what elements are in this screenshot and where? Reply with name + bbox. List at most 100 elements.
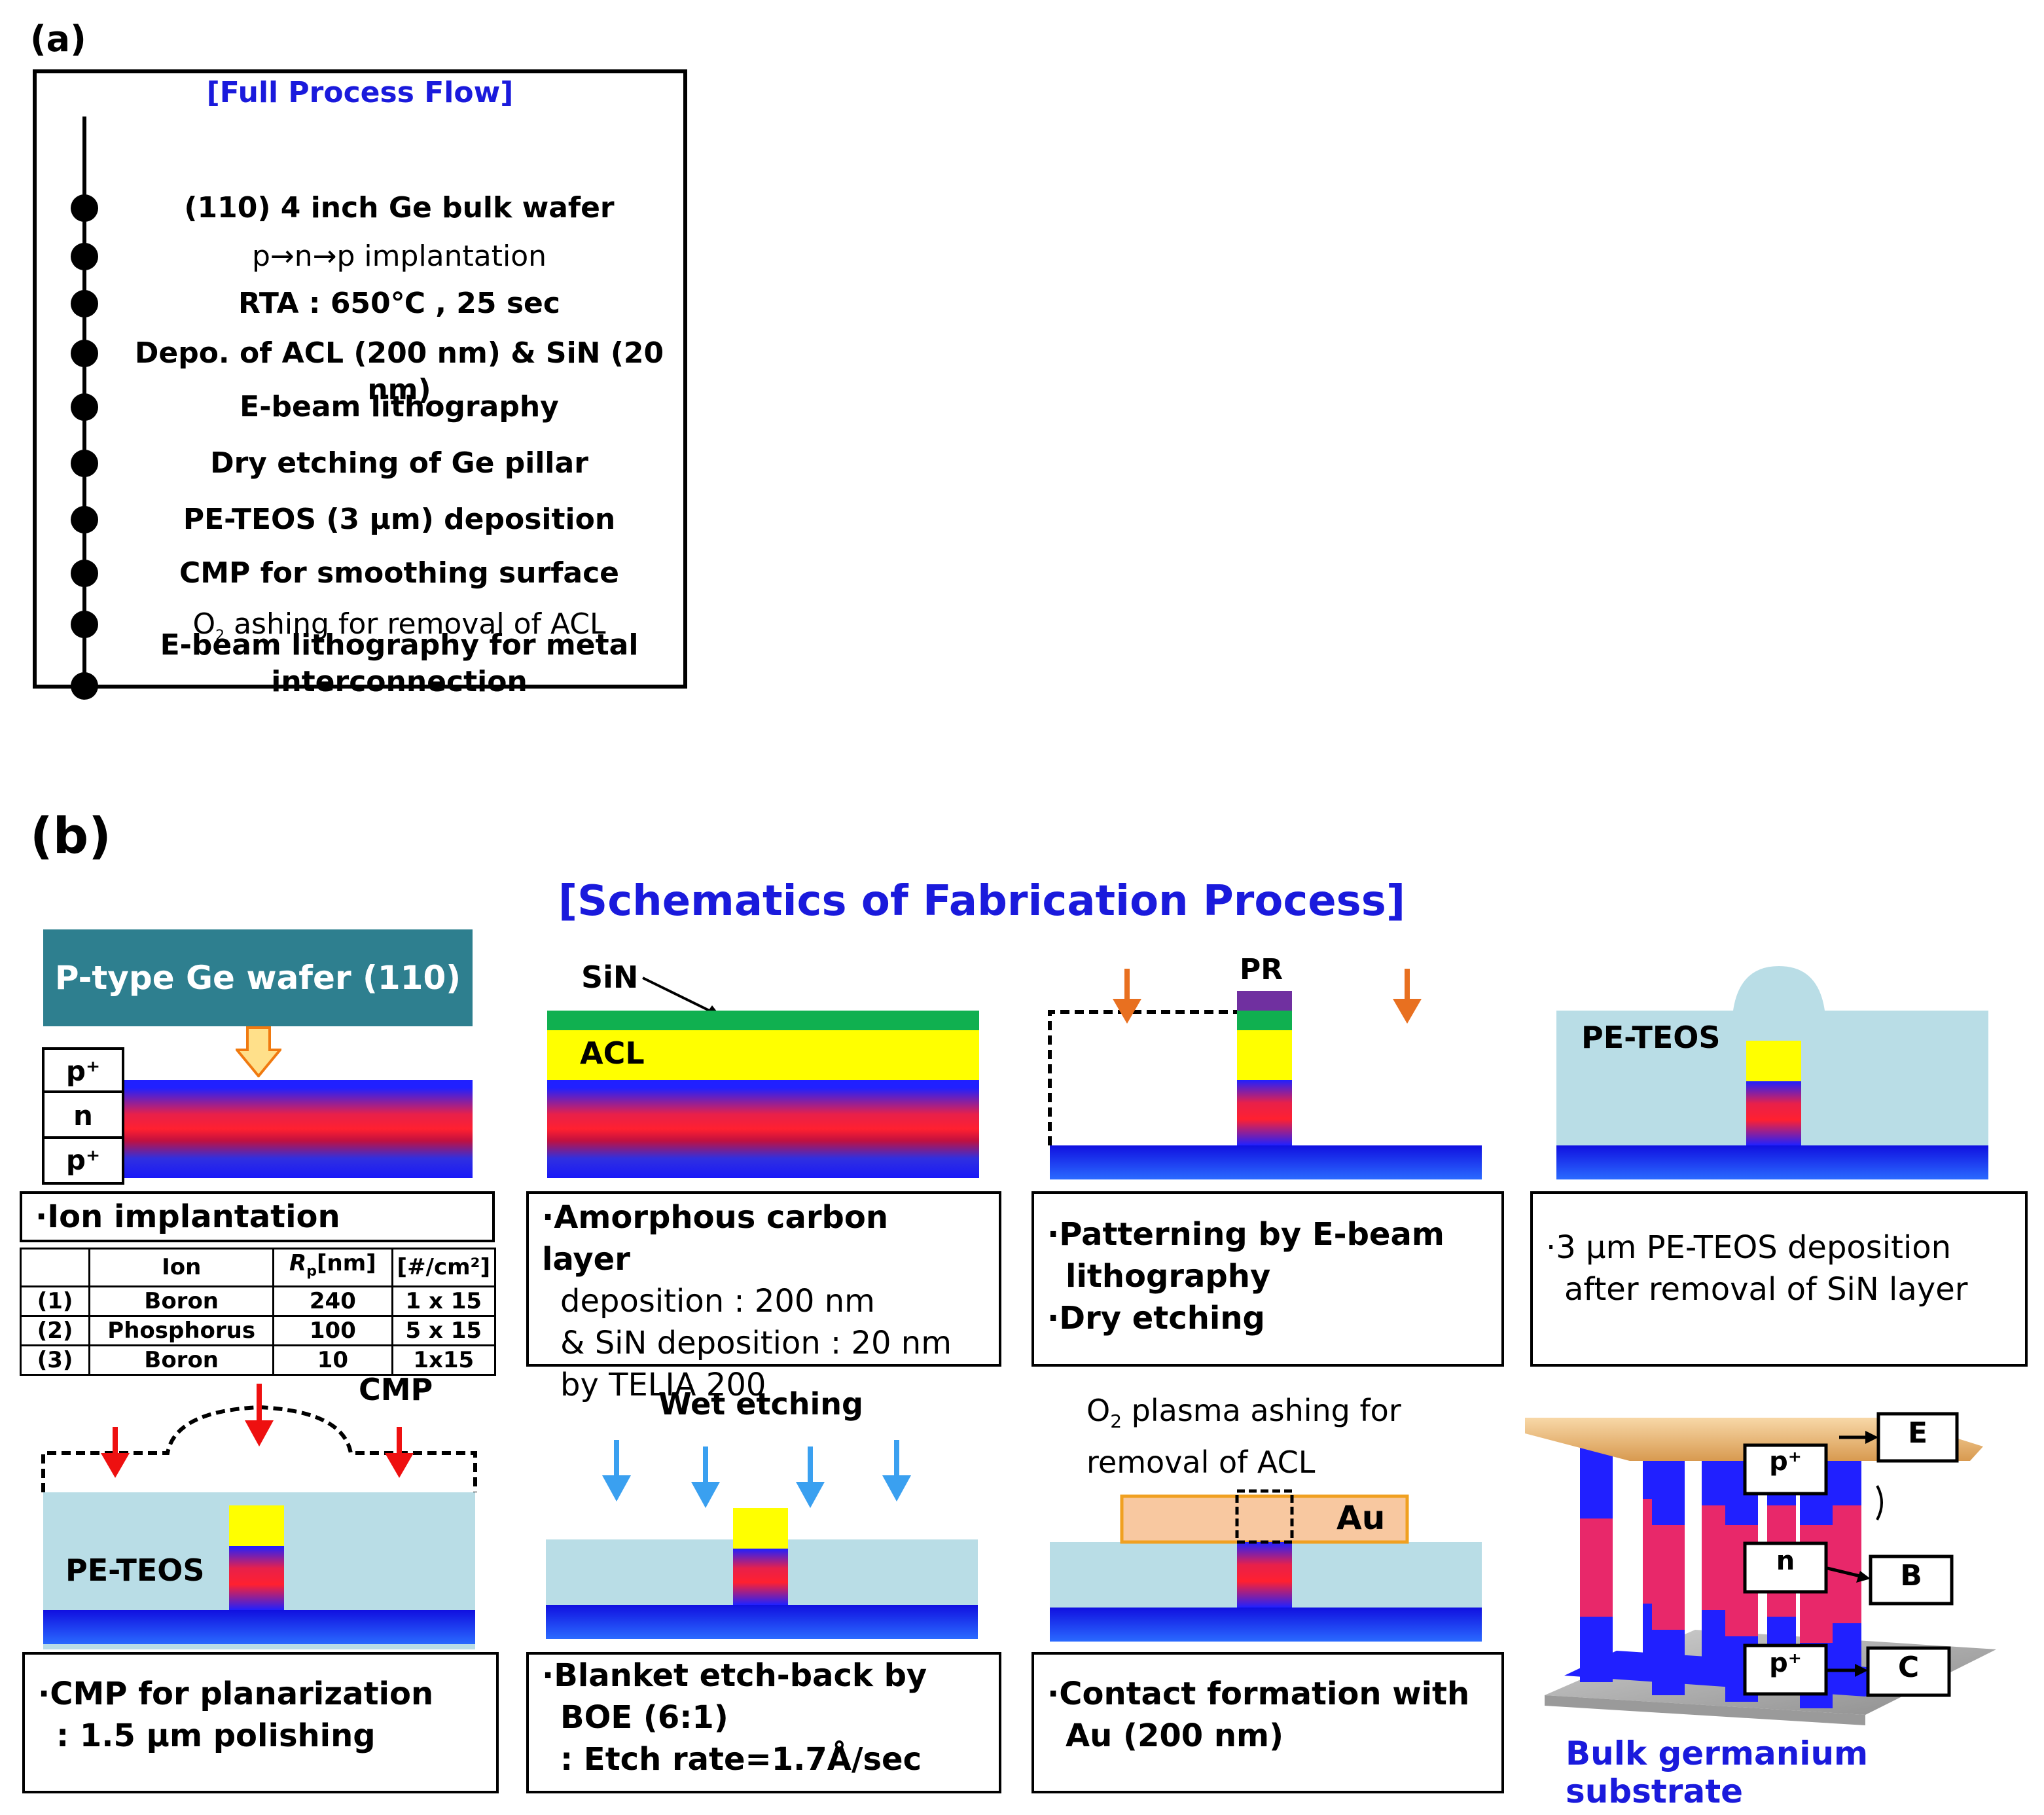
wet-pillar-body: [733, 1549, 788, 1605]
caption-contact: ·Contact formation with Au (200 nm): [1031, 1652, 1504, 1793]
flow-step-dot: [71, 340, 98, 367]
panel-a-label: (a): [30, 18, 86, 60]
flow-step-text: E-beam lithography for metal interconnec…: [115, 627, 683, 700]
terminal-label-B: B: [1900, 1559, 1922, 1592]
ion-table-header: Ion Rp[nm] [#/cm²]: [19, 1248, 497, 1287]
caption-ion-implantation: ·Ion implantation: [20, 1191, 495, 1242]
layer-label-n: n: [42, 1093, 124, 1139]
teos-pillar-acl: [1746, 1041, 1801, 1081]
flow-step-line: E-beam lithography for metal: [160, 628, 639, 662]
process-flow-box: [Full Process Flow] (110) 4 inch Ge bulk…: [33, 69, 687, 700]
cmp-diagram: [41, 1384, 477, 1649]
cmp-substrate: [43, 1610, 475, 1644]
flow-step-text: RTA : 650℃ , 25 sec: [238, 287, 560, 320]
contact-substrate: [1050, 1608, 1482, 1642]
wet-etching-label: Wet etching: [658, 1386, 863, 1422]
bracket-curve: [1876, 1485, 1883, 1520]
label-box-n: [1743, 1541, 1828, 1594]
acl-layer: [547, 1030, 979, 1080]
layer-label-p-bottom: p⁺: [65, 1144, 101, 1176]
teos-label-cmp: PE-TEOS: [65, 1553, 205, 1588]
flow-step-text: O2 ashing for removal of ACL: [115, 606, 683, 655]
ashing-label: O2 plasma ashing for removal of ACL: [1086, 1390, 1401, 1483]
cmp-pillar-body: [229, 1546, 284, 1610]
flow-step-text: Dry etching of Ge pillar: [210, 446, 588, 480]
caption-cmp: ·CMP for planarization : 1.5 μm polishin…: [22, 1652, 499, 1793]
device-label-p-top: p⁺: [1769, 1447, 1802, 1477]
flow-step-dot: [71, 560, 98, 587]
sin-layer: [547, 1011, 979, 1030]
caption-blanket-etch: ·Blanket etch-back by BOE (6:1) : Etch r…: [526, 1652, 1001, 1793]
flow-step-dot: [71, 194, 98, 222]
wet-substrate: [546, 1605, 978, 1639]
teos-deposition-diagram: [1556, 966, 1988, 1179]
acl-label: ACL: [580, 1035, 645, 1071]
blue-arrow: [602, 1440, 631, 1501]
cmp-pillar-acl: [229, 1505, 284, 1546]
layer-label-p-top: p⁺: [42, 1050, 124, 1093]
sin-label: SiN: [581, 960, 639, 995]
acl-void-outline: [1235, 1489, 1294, 1544]
teos-substrate: [1556, 1145, 1988, 1179]
flow-step-dot: [71, 672, 98, 700]
label-box-p-bottom: [1743, 1644, 1828, 1696]
wet-pillar-acl: [733, 1508, 788, 1549]
terminal-label-E: E: [1907, 1416, 1928, 1450]
wafer-banner: [43, 929, 473, 1026]
flow-step-text: p→n→p implantation: [251, 240, 547, 273]
o2-symbol: O2: [192, 607, 225, 644]
terminal-arrow-E: [1839, 1431, 1878, 1444]
wafer-banner-label: P-type Ge wafer (110): [54, 959, 461, 997]
flow-step-text: (110) 4 inch Ge bulk wafer: [184, 191, 615, 225]
caption-teos-deposition: ·3 μm PE-TEOS deposition after removal o…: [1530, 1191, 2028, 1367]
terminal-arrow-B: [1827, 1566, 1871, 1583]
implanted-wafer: [124, 1080, 473, 1178]
terminal-box-C: [1866, 1646, 1951, 1697]
orange-arrow-right: [1393, 969, 1422, 1024]
top-contact-plate: [1525, 1418, 1983, 1461]
caption-patterning: ·Patterning by E-beam lithography ·Dry e…: [1031, 1191, 1504, 1367]
cmp-label: CMP: [359, 1372, 433, 1407]
acl-step-wafer: [547, 1080, 979, 1178]
device-label-n: n: [1776, 1546, 1795, 1576]
schematics-title: [Schematics of Fabrication Process]: [558, 877, 1406, 925]
device-3d-illustration: [1525, 1412, 1996, 1725]
substrate-base-edge: [1545, 1695, 1865, 1725]
teos-label-top: PE-TEOS: [1581, 1020, 1721, 1055]
red-arrow-right: [385, 1427, 414, 1478]
ashing-label-line2: removal of ACL: [1086, 1445, 1316, 1481]
pr-cap: [1237, 991, 1292, 1011]
pillar-acl: [1237, 1030, 1292, 1080]
ashing-label-line1: O2 plasma ashing for: [1086, 1393, 1401, 1433]
orange-arrow-left: [1113, 969, 1141, 1024]
pillar-body: [1237, 1080, 1292, 1145]
flow-step-text: Depo. of ACL (200 nm) & SiN (20 nm): [134, 336, 664, 406]
label-box-p-top: [1743, 1443, 1828, 1496]
flow-step-dot: [71, 450, 98, 477]
red-arrow-left: [101, 1427, 130, 1478]
etch-outline: [1048, 1010, 1237, 1145]
layer-label-box: [42, 1047, 124, 1185]
contact-pillar-body: [1237, 1542, 1292, 1608]
flow-step-text: CMP for smoothing surface: [179, 556, 620, 590]
wet-etching-diagram: [546, 1440, 978, 1639]
blue-arrow: [882, 1440, 911, 1501]
terminal-arrow-C: [1826, 1664, 1868, 1677]
red-arrow-center: [245, 1384, 274, 1447]
pillar-substrate: [1050, 1145, 1482, 1179]
au-label: Au: [1336, 1499, 1386, 1537]
panel-b-label: (b): [30, 806, 111, 865]
process-flow-title: [Full Process Flow]: [206, 76, 514, 109]
implant-arrow: [236, 1026, 281, 1077]
blue-arrow: [796, 1447, 825, 1508]
blue-arrow: [691, 1447, 720, 1508]
flow-step-dot: [71, 611, 98, 638]
terminal-box-B: [1869, 1554, 1954, 1606]
pillar-sin: [1237, 1011, 1292, 1030]
flow-step-dot: [71, 506, 98, 533]
o2-ashing-text: ashing for removal of ACL: [234, 607, 606, 641]
